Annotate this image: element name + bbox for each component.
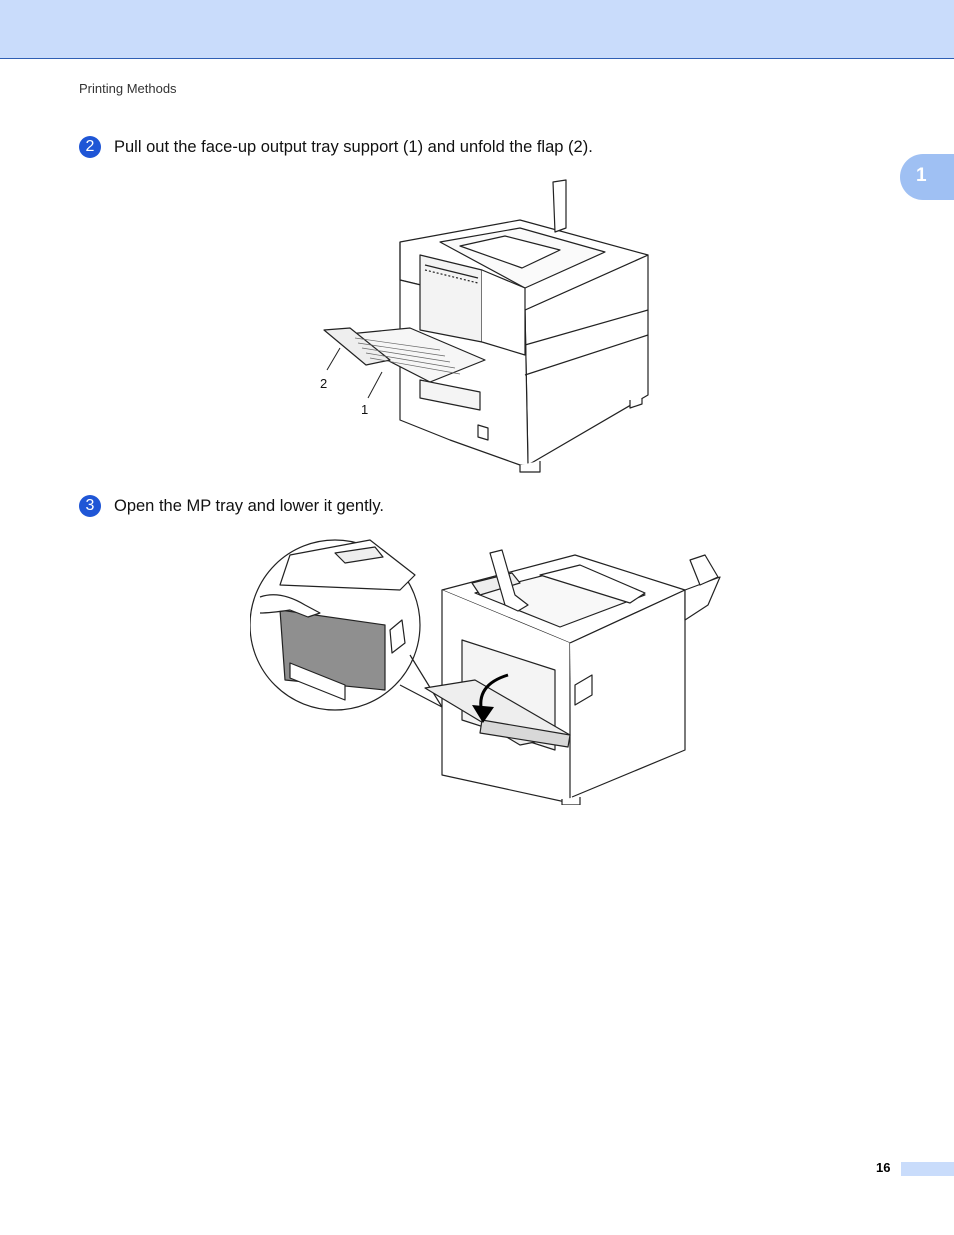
header-band	[0, 0, 954, 59]
open-mp-tray-illustration	[250, 539, 721, 805]
callout-2: 2	[320, 376, 327, 391]
printer-rear-output-tray-illustration: 2 1	[320, 179, 649, 473]
step-3-text: Open the MP tray and lower it gently.	[114, 497, 384, 515]
step-2-badge: 2	[79, 136, 101, 158]
page-number-bar	[901, 1162, 954, 1176]
page-number: 16	[876, 1160, 891, 1175]
callout-1: 1	[361, 402, 368, 417]
chapter-tab[interactable]: 1	[900, 154, 954, 200]
running-head: Printing Methods	[79, 81, 177, 96]
step-2-text: Pull out the face-up output tray support…	[114, 138, 593, 156]
chapter-number: 1	[916, 165, 927, 186]
step-3-badge: 3	[79, 495, 101, 517]
